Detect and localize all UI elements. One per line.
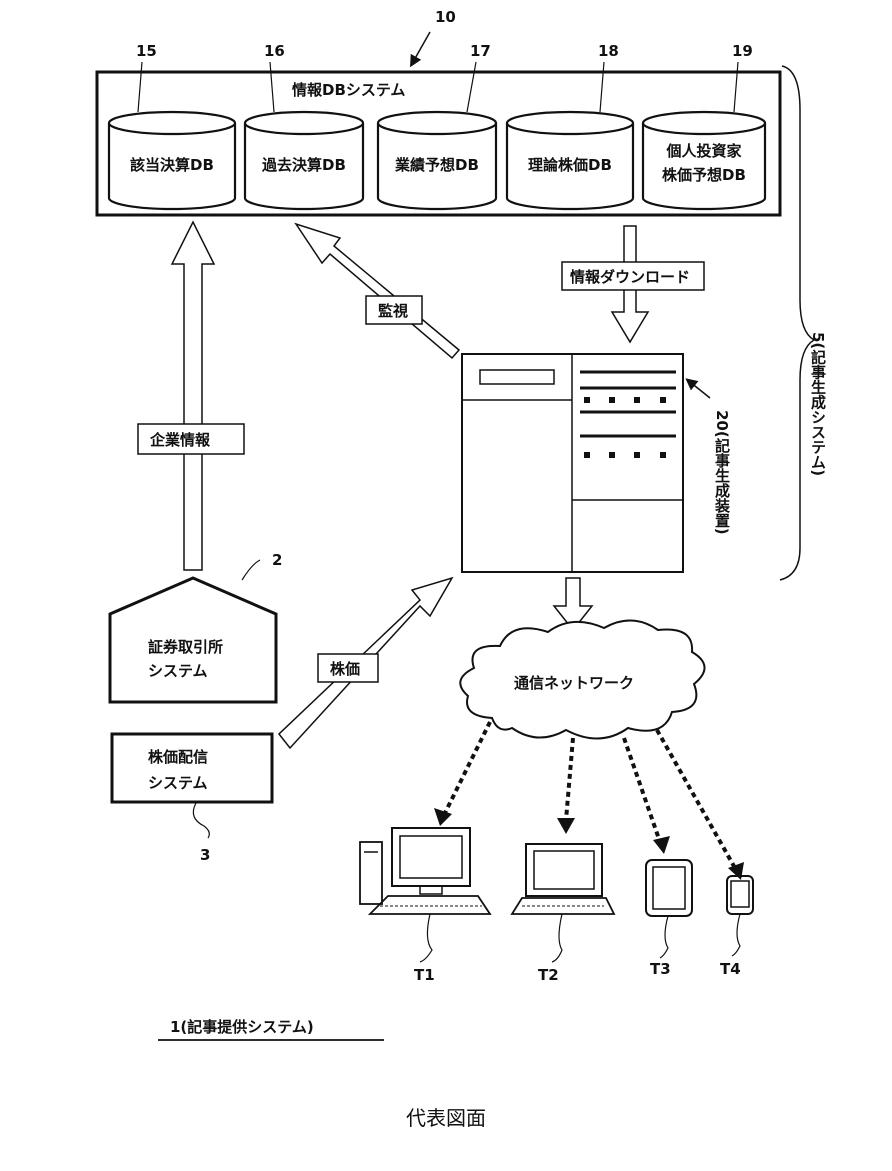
info-download-arrow: 情報ダウンロード	[561, 225, 705, 344]
database-ref-number: 16	[264, 42, 285, 60]
ref-number-2: 2	[272, 551, 282, 569]
database-ref-number: 15	[136, 42, 157, 60]
terminal-labels: T1 T2 T3 T4	[414, 960, 741, 984]
article-system-brace: 5(記事生成システム)	[779, 65, 827, 581]
database-2: 16 過去決算DB	[243, 42, 365, 211]
info-download-label: 情報ダウンロード	[570, 268, 690, 286]
system-title-label: 1(記事提供システム)	[170, 1018, 314, 1036]
system-title: 1(記事提供システム)	[158, 1018, 384, 1041]
ref-number-10: 10	[435, 8, 456, 26]
terminal-label-t3: T3	[650, 960, 671, 978]
database-label-line2: 株価予想DB	[662, 166, 746, 184]
database-label: 過去決算DB	[261, 156, 346, 174]
database-4: 18 理論株価DB	[505, 42, 635, 211]
info-db-system: 10 情報DBシステム	[95, 8, 782, 217]
price-dist-label-line2: システム	[148, 774, 208, 792]
database-ref-number: 19	[732, 42, 753, 60]
price-distribution-system: 株価配信 システム 3	[110, 732, 274, 864]
diagram-caption: 代表図面	[406, 1106, 486, 1130]
database-label: 該当決算DB	[130, 156, 214, 174]
tablet-icon	[645, 859, 693, 959]
laptop-icon	[510, 843, 616, 963]
exchange-label-line1: 証券取引所	[148, 638, 223, 656]
article-generation-device: 20(記事生成装置)	[461, 353, 731, 573]
device-to-network-arrow	[552, 577, 594, 632]
ref-number-3: 3	[200, 846, 210, 864]
database-ref-number: 18	[598, 42, 619, 60]
price-dist-label-line1: 株価配信	[148, 748, 208, 766]
corporate-info-arrow: 企業情報	[137, 220, 245, 571]
article-system-label: 5(記事生成システム)	[809, 332, 827, 476]
database-group: 15 該当決算DB 16 過去決算DB 17 業績予想DB 18 理論株価DB 19 個人投資家株…	[107, 42, 767, 211]
database-label: 理論株価DB	[528, 156, 612, 174]
database-1: 15 該当決算DB	[107, 42, 237, 211]
database-label: 業績予想DB	[394, 156, 479, 174]
smartphone-icon	[726, 875, 754, 957]
network-label: 通信ネットワーク	[514, 674, 634, 692]
database-label-line1: 個人投資家	[665, 142, 741, 160]
corporate-info-label: 企業情報	[149, 431, 211, 449]
monitor-arrow: 監視	[294, 222, 461, 360]
stock-price-arrow: 株価	[277, 576, 454, 750]
terminal-label-t1: T1	[414, 966, 435, 984]
stock-exchange-system: 証券取引所 システム 2	[108, 551, 282, 704]
communication-network: 通信ネットワーク	[459, 619, 706, 740]
stock-price-label: 株価	[330, 660, 360, 678]
database-3: 17 業績予想DB	[376, 42, 498, 211]
info-db-system-label: 情報DBシステム	[292, 81, 405, 99]
desktop-computer-icon	[359, 827, 492, 963]
network-connections	[442, 721, 737, 869]
monitor-label: 監視	[378, 302, 408, 320]
exchange-label-line2: システム	[148, 662, 208, 680]
terminal-label-t2: T2	[538, 966, 559, 984]
device-label: 20(記事生成装置)	[713, 410, 731, 535]
database-ref-number: 17	[470, 42, 491, 60]
terminal-label-t4: T4	[720, 960, 741, 978]
